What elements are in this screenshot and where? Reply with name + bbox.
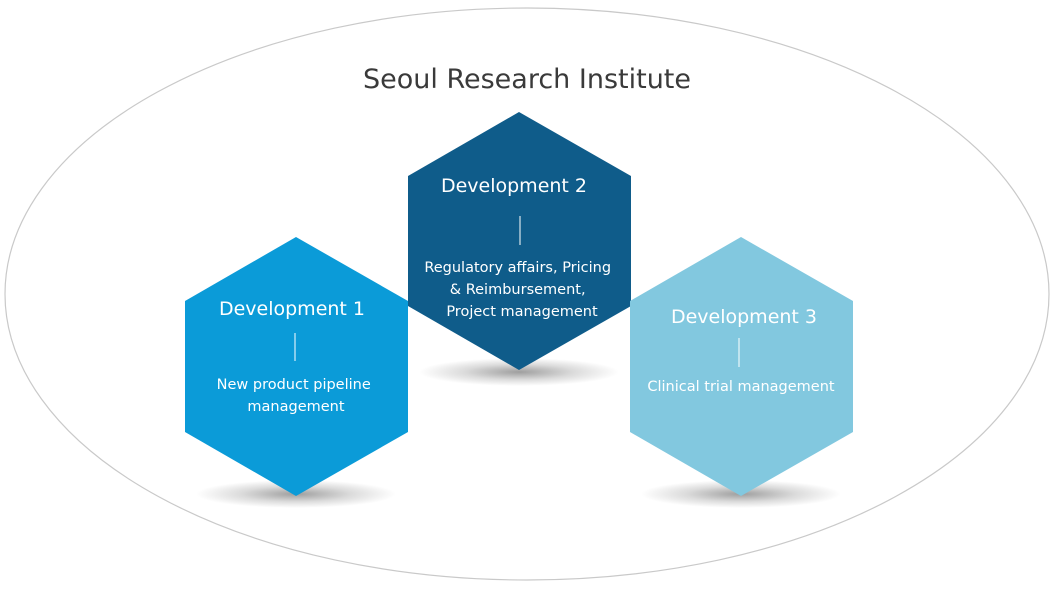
page-title: Seoul Research Institute	[363, 64, 691, 95]
dev3-title: Development 3	[671, 306, 817, 328]
dev1-hexagon	[185, 237, 408, 496]
institute-boundary	[4, 7, 1050, 581]
dev1-title: Development 1	[219, 298, 365, 320]
dev1-description-line-1: New product pipeline	[217, 377, 371, 393]
dev3-description: Clinical trial management	[647, 379, 835, 395]
dev2-description: Regulatory affairs, Pricing & Reimbursem…	[424, 260, 615, 320]
dev2-title: Development 2	[441, 175, 587, 197]
dev2-description-line-2: & Reimbursement,	[450, 282, 586, 298]
dev1-description: New product pipeline management	[217, 377, 376, 415]
dev3-hexagon	[630, 237, 853, 496]
dev2-description-line-3: Project management	[446, 304, 598, 320]
dev2-shadow	[419, 358, 619, 386]
dev1-description-line-2: management	[247, 399, 344, 415]
unit-development-2: Development 2 Regulatory affairs, Pricin…	[408, 112, 631, 370]
unit-development-3: Development 3 Clinical trial management	[630, 237, 853, 496]
dev2-description-line-1: Regulatory affairs, Pricing	[424, 260, 611, 276]
unit-development-1: Development 1 New product pipeline manag…	[185, 237, 408, 496]
